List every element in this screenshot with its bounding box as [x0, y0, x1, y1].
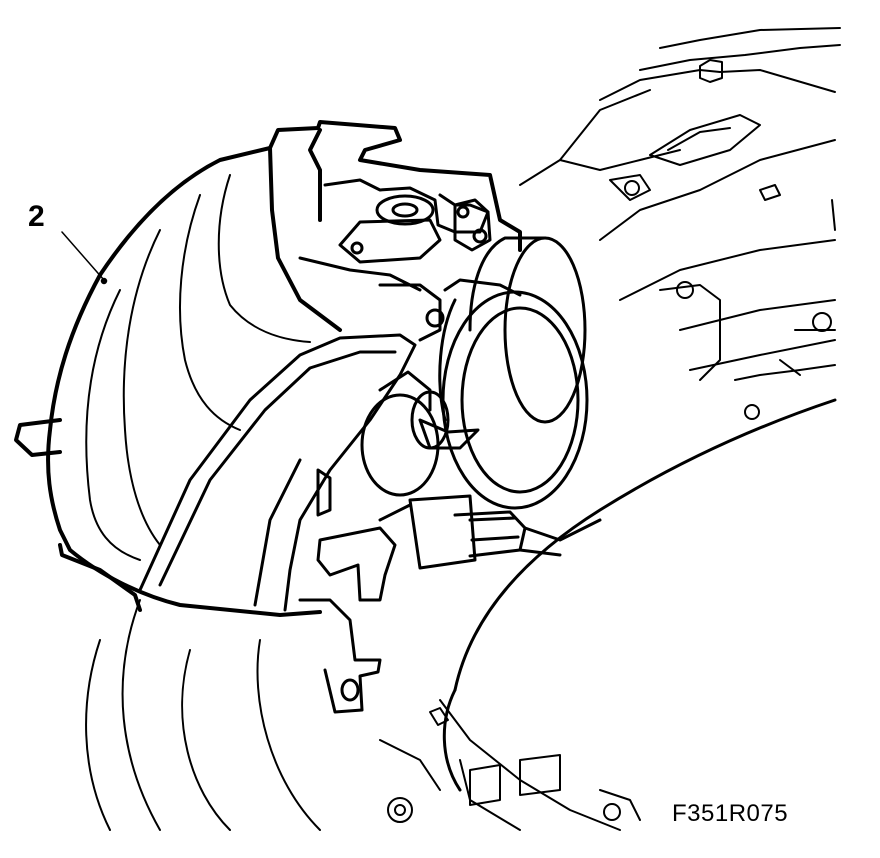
lower-bracket: [300, 470, 395, 712]
headlamp-bezel: [140, 335, 415, 610]
electrical-connector: [380, 496, 600, 568]
bulb-cover: [440, 238, 587, 508]
callout-leader: [62, 232, 107, 284]
top-bracket: [300, 180, 490, 340]
body-panel: [444, 400, 835, 790]
bulb-socket: [362, 372, 478, 495]
figure-code: F351R075: [672, 800, 789, 827]
headlamp-housing: [16, 122, 520, 615]
lower-structure: [86, 600, 640, 830]
engine-bay-structure: [520, 28, 840, 419]
housing-inner-lines: [86, 175, 310, 560]
callout-number-2: 2: [28, 200, 45, 233]
